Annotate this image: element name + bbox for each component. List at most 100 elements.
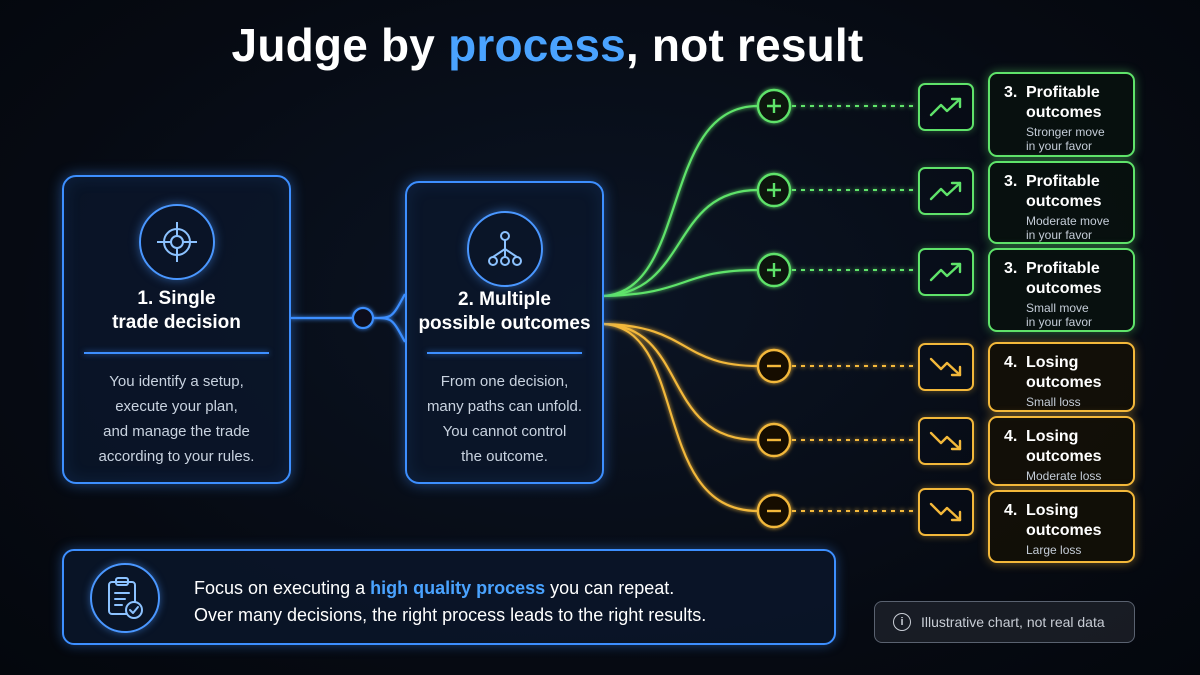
connector-junction-card2	[373, 293, 406, 343]
outcome-subtitle: Large loss	[1004, 543, 1127, 557]
target-icon	[138, 204, 215, 280]
page-title: Judge by process, not result	[0, 18, 1095, 72]
minus-icon	[756, 493, 792, 529]
branch-positive-3	[603, 268, 759, 298]
card-desc-line: execute your plan,	[115, 398, 238, 415]
branch-icon	[466, 211, 543, 287]
outcome-sub-line: Stronger move	[1026, 125, 1105, 139]
outcome-title-line2: outcomes	[1026, 193, 1102, 210]
trend-down-icon	[918, 343, 974, 391]
branch-positive-2	[603, 188, 759, 298]
outcome-number: 3.	[1004, 173, 1018, 190]
footer-text: Focus on executing a high quality proces…	[194, 575, 706, 629]
outcome-title-line2: outcomes	[1026, 280, 1102, 297]
outcome-title-line2: outcomes	[1026, 374, 1102, 391]
trend-up-icon	[918, 248, 974, 296]
outcome-sub-line: Small move	[1026, 301, 1089, 315]
card-title-line2: trade decision	[112, 312, 241, 333]
outcome-sub-line: in your favor	[1026, 139, 1093, 153]
outcome-sub-line: Moderate loss	[1026, 469, 1102, 483]
trend-down-icon	[918, 488, 974, 536]
title-accent: process	[448, 19, 626, 71]
outcome-title: 4. Losing outcomes	[1004, 501, 1127, 541]
branch-negative-1	[603, 322, 759, 368]
disclaimer-text: Illustrative chart, not real data	[921, 614, 1105, 630]
card-single-trade-decision: 1. Single trade decision You identify a …	[62, 175, 291, 484]
card-description: You identify a setup, execute your plan,…	[72, 369, 281, 469]
junction-node	[351, 306, 375, 330]
footer-line1: Focus on executing a high quality proces…	[194, 575, 706, 602]
outcome-sub-line: Small loss	[1026, 395, 1081, 409]
card-desc-line: many paths can unfold.	[426, 398, 583, 415]
footer-line2: Over many decisions, the right process l…	[194, 605, 707, 625]
outcome-title: 3. Profitable outcomes	[1004, 83, 1127, 123]
outcome-title: 3. Profitable outcomes	[1004, 259, 1127, 299]
plus-icon	[756, 172, 792, 208]
footer-highlight: high quality process	[370, 578, 546, 598]
card-desc-line: and manage the trade	[103, 423, 250, 440]
card-title: 2. Multiple possible outcomes	[407, 288, 602, 336]
card-desc-line: You cannot control	[442, 423, 567, 440]
outcome-title-line1: Profitable	[1026, 260, 1100, 277]
minus-icon	[756, 422, 792, 458]
branch-positive-1	[603, 104, 759, 298]
card-divider	[427, 352, 582, 354]
trend-down-icon	[918, 417, 974, 465]
card-desc-line: the outcome.	[461, 448, 548, 465]
trend-up-icon	[918, 83, 974, 131]
trend-up-icon	[918, 167, 974, 215]
outcome-number: 4.	[1004, 502, 1018, 519]
outcome-title-line1: Profitable	[1026, 173, 1100, 190]
minus-icon	[756, 348, 792, 384]
clipboard-check-icon	[90, 563, 160, 633]
outcome-number: 3.	[1004, 260, 1018, 277]
card-desc-line: You identify a setup,	[109, 373, 244, 390]
outcome-title-line1: Profitable	[1026, 84, 1100, 101]
outcome-title-line2: outcomes	[1026, 104, 1102, 121]
card-divider	[84, 352, 269, 354]
title-prefix: Judge by	[231, 19, 449, 71]
branch-negative-3	[603, 322, 759, 513]
title-suffix: , not result	[625, 19, 864, 71]
card-description: From one decision, many paths can unfold…	[415, 369, 594, 469]
outcome-sub-line: Moderate move	[1026, 214, 1110, 228]
outcome-title-line2: outcomes	[1026, 522, 1102, 539]
footer-callout: Focus on executing a high quality proces…	[62, 549, 836, 645]
card-multiple-outcomes: 2. Multiple possible outcomes From one d…	[405, 181, 604, 484]
plus-icon	[756, 88, 792, 124]
card-title-line1: 1. Single	[137, 288, 216, 309]
outcome-subtitle: Moderate loss	[1004, 469, 1127, 483]
disclaimer-badge: i Illustrative chart, not real data	[874, 601, 1135, 643]
outcome-title-line1: Losing	[1026, 502, 1079, 519]
outcome-losing-moderate: 4. Losing outcomes Moderate loss	[988, 416, 1135, 486]
outcome-title: 4. Losing outcomes	[1004, 353, 1127, 393]
outcome-number: 4.	[1004, 428, 1018, 445]
outcome-number: 3.	[1004, 84, 1018, 101]
outcome-sub-line: in your favor	[1026, 315, 1093, 329]
branch-negative-2	[603, 322, 759, 442]
card-title-line1: 2. Multiple	[458, 289, 551, 310]
outcome-number: 4.	[1004, 354, 1018, 371]
card-desc-line: according to your rules.	[98, 448, 255, 465]
card-title: 1. Single trade decision	[64, 287, 289, 335]
footer-line1-pre: Focus on executing a	[194, 578, 371, 598]
outcome-losing-small: 4. Losing outcomes Small loss	[988, 342, 1135, 412]
card-desc-line: From one decision,	[440, 373, 569, 390]
outcome-sub-line: in your favor	[1026, 228, 1093, 242]
outcome-subtitle: Small loss	[1004, 395, 1127, 409]
plus-icon	[756, 252, 792, 288]
outcome-title: 4. Losing outcomes	[1004, 427, 1127, 467]
outcome-sub-line: Large loss	[1026, 543, 1082, 557]
footer-line1-post: you can repeat.	[545, 578, 675, 598]
outcome-losing-large: 4. Losing outcomes Large loss	[988, 490, 1135, 563]
outcome-title-line1: Losing	[1026, 354, 1079, 371]
outcome-title-line1: Losing	[1026, 428, 1079, 445]
outcome-title-line2: outcomes	[1026, 448, 1102, 465]
